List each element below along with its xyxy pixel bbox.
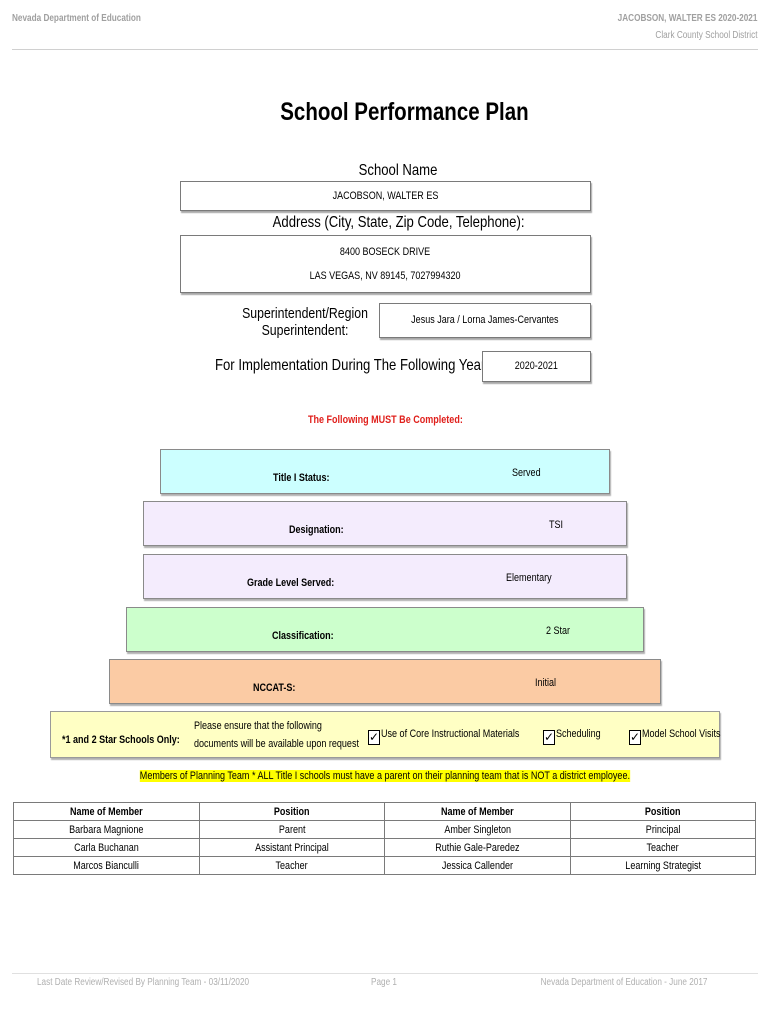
header-district: Clark County School District bbox=[654, 30, 757, 41]
scheduling-checkbox[interactable]: ✓ bbox=[543, 730, 555, 745]
nccat-label: NCCAT-S: bbox=[253, 682, 296, 694]
table-header-cell: Name of Member bbox=[13, 802, 200, 821]
table-row: Carla Buchanan Assistant Principal Ruthi… bbox=[13, 838, 756, 857]
address-line-1: 8400 BOSECK DRIVE bbox=[340, 246, 431, 258]
planning-team-note: Members of Planning Team * ALL Title I s… bbox=[139, 770, 631, 782]
footer-divider bbox=[12, 973, 758, 974]
table-cell: Marcos Bianculli bbox=[13, 856, 200, 875]
designation-value: TSI bbox=[549, 519, 564, 531]
core-materials-checkbox[interactable]: ✓ bbox=[368, 730, 380, 745]
table-header-cell: Position bbox=[569, 802, 756, 821]
nccat-band[interactable]: NCCAT-S: Initial bbox=[109, 659, 661, 704]
star-schools-note-line2: documents will be available upon request bbox=[194, 738, 359, 750]
grade-level-value: Elementary bbox=[506, 572, 552, 584]
school-name-field[interactable]: JACOBSON, WALTER ES bbox=[180, 181, 591, 211]
table-header-cell: Position bbox=[198, 802, 385, 821]
header-divider bbox=[12, 49, 758, 50]
footer-review-date: Last Date Review/Revised By Planning Tea… bbox=[37, 977, 250, 988]
table-cell: Ruthie Gale-Paredez bbox=[384, 838, 571, 857]
table-cell: Assistant Principal bbox=[198, 838, 385, 857]
page-title: School Performance Plan bbox=[279, 98, 529, 126]
classification-value: 2 Star bbox=[546, 625, 571, 637]
address-field[interactable]: 8400 BOSECK DRIVE LAS VEGAS, NV 89145, 7… bbox=[180, 235, 591, 293]
table-cell: Teacher bbox=[569, 838, 756, 857]
footer-department-date: Nevada Department of Education - June 20… bbox=[540, 977, 707, 988]
model-school-visits-label: Model School Visits bbox=[642, 728, 721, 740]
grade-level-band[interactable]: Grade Level Served: Elementary bbox=[143, 554, 627, 599]
table-cell: Teacher bbox=[198, 856, 385, 875]
superintendent-field[interactable]: Jesus Jara / Lorna James-Cervantes bbox=[379, 303, 591, 338]
planning-team-table: Name of Member Position Name of Member P… bbox=[13, 802, 756, 875]
nccat-value: Initial bbox=[535, 677, 557, 689]
star-schools-note-line1: Please ensure that the following bbox=[194, 720, 322, 732]
classification-band[interactable]: Classification: 2 Star bbox=[126, 607, 644, 652]
title1-status-band[interactable]: Title I Status: Served bbox=[160, 449, 610, 494]
grade-level-label: Grade Level Served: bbox=[247, 577, 335, 589]
table-header-row: Name of Member Position Name of Member P… bbox=[13, 802, 756, 821]
table-cell: Amber Singleton bbox=[384, 820, 571, 839]
table-row: Marcos Bianculli Teacher Jessica Callend… bbox=[13, 856, 756, 875]
implementation-years-label: For Implementation During The Following … bbox=[215, 357, 496, 374]
footer-page-number: Page 1 bbox=[371, 977, 397, 988]
must-complete-notice: The Following MUST Be Completed: bbox=[307, 414, 463, 426]
title1-status-value: Served bbox=[512, 467, 541, 479]
superintendent-label: Superintendent/Region Superintendent: bbox=[242, 305, 368, 339]
table-row: Barbara Magnione Parent Amber Singleton … bbox=[13, 820, 756, 839]
header-organization: Nevada Department of Education bbox=[12, 13, 141, 24]
classification-label: Classification: bbox=[272, 630, 334, 642]
model-school-visits-checkbox[interactable]: ✓ bbox=[629, 730, 641, 745]
implementation-years-field[interactable]: 2020-2021 bbox=[482, 351, 591, 382]
table-header-cell: Name of Member bbox=[384, 802, 571, 821]
star-schools-label: *1 and 2 Star Schools Only: bbox=[62, 734, 180, 746]
table-cell: Carla Buchanan bbox=[13, 838, 200, 857]
scheduling-label: Scheduling bbox=[556, 728, 601, 740]
table-cell: Jessica Callender bbox=[384, 856, 571, 875]
title1-status-label: Title I Status: bbox=[273, 472, 330, 484]
designation-label: Designation: bbox=[289, 524, 344, 536]
table-cell: Barbara Magnione bbox=[13, 820, 200, 839]
address-label: Address (City, State, Zip Code, Telephon… bbox=[272, 214, 525, 231]
table-cell: Principal bbox=[569, 820, 756, 839]
core-materials-label: Use of Core Instructional Materials bbox=[381, 728, 520, 740]
table-cell: Parent bbox=[198, 820, 385, 839]
table-cell: Learning Strategist bbox=[569, 856, 756, 875]
address-line-2: LAS VEGAS, NV 89145, 7027994320 bbox=[310, 270, 461, 282]
designation-band[interactable]: Designation: TSI bbox=[143, 501, 627, 546]
school-name-label: School Name bbox=[359, 162, 438, 179]
header-school-year: JACOBSON, WALTER ES 2020-2021 bbox=[617, 13, 757, 24]
star-schools-box: *1 and 2 Star Schools Only: Please ensur… bbox=[50, 711, 721, 758]
